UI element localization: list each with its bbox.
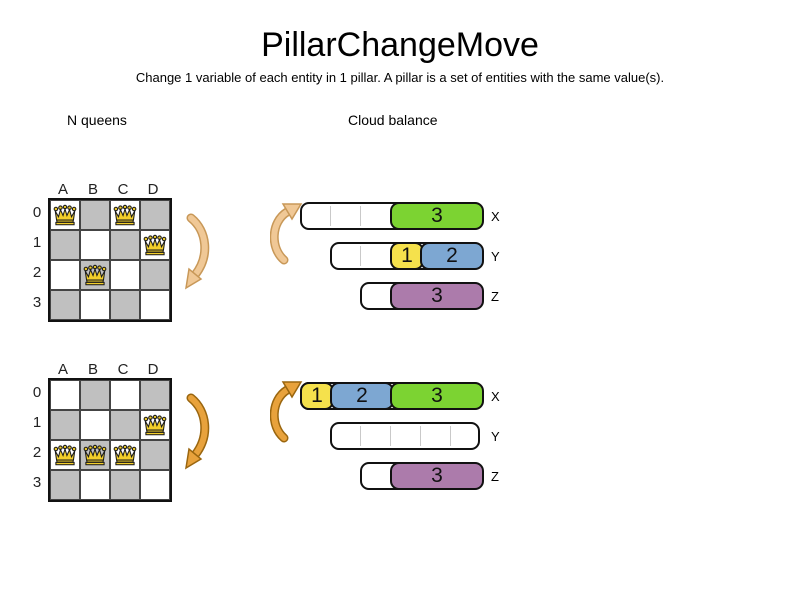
- cell-divider: [360, 426, 361, 446]
- board-cell: [80, 200, 110, 230]
- board-cell: [110, 380, 140, 410]
- cell-divider: [390, 426, 391, 446]
- board-cell: [80, 440, 110, 470]
- computer-label-y: Y: [491, 429, 500, 444]
- process-block-yellow: 1: [300, 382, 334, 410]
- page-subtitle: Change 1 variable of each entity in 1 pi…: [135, 70, 665, 85]
- board-cell: [140, 260, 170, 290]
- board-cell: [80, 380, 110, 410]
- queen-crown-icon: [143, 414, 167, 436]
- process-block-purple: 3: [390, 282, 484, 310]
- process-block-blue: 2: [420, 242, 484, 270]
- row-header: 2: [32, 264, 42, 281]
- row-header: 3: [32, 474, 42, 491]
- board-cell: [140, 290, 170, 320]
- computer-label-z: Z: [491, 289, 499, 304]
- curved-up-arrow-icon: [270, 381, 303, 443]
- curved-down-arrow-icon: [185, 213, 210, 290]
- board-cell: [140, 200, 170, 230]
- board-cell: [80, 470, 110, 500]
- board-cell: [110, 410, 140, 440]
- board-cell: [140, 440, 170, 470]
- row-header: 0: [32, 384, 42, 401]
- computer-bar-z-cloud-before: 3: [360, 282, 484, 310]
- queen-crown-icon: [53, 204, 77, 226]
- board-cell: [140, 230, 170, 260]
- board-cell: [110, 260, 140, 290]
- board-cell: [50, 440, 80, 470]
- row-header: 0: [32, 204, 42, 221]
- queen-crown-icon: [83, 444, 107, 466]
- queen-crown-icon: [53, 444, 77, 466]
- board-cell: [50, 260, 80, 290]
- row-header: 2: [32, 444, 42, 461]
- process-block-yellow: 1: [390, 242, 424, 270]
- board-cell: [50, 200, 80, 230]
- queen-crown-icon: [143, 234, 167, 256]
- board-cell: [50, 290, 80, 320]
- row-header: 1: [32, 414, 42, 431]
- board-cell: [110, 290, 140, 320]
- nqueens-section-label: N queens: [67, 112, 127, 128]
- cell-divider: [360, 206, 361, 226]
- board-cell: [140, 380, 170, 410]
- board-cell: [50, 380, 80, 410]
- board-cell: [110, 440, 140, 470]
- cell-divider: [450, 426, 451, 446]
- cell-divider: [330, 206, 331, 226]
- board-cell: [50, 230, 80, 260]
- board-cell: [50, 470, 80, 500]
- computer-label-y: Y: [491, 249, 500, 264]
- board-cell: [80, 260, 110, 290]
- board-cell: [140, 410, 170, 440]
- computer-bar-y-cloud-after: [330, 422, 480, 450]
- process-block-green: 3: [390, 202, 484, 230]
- column-header: C: [117, 181, 129, 198]
- column-header: B: [87, 361, 98, 378]
- process-block-blue: 2: [330, 382, 394, 410]
- queen-crown-icon: [113, 204, 137, 226]
- process-block-purple: 3: [390, 462, 484, 490]
- board-cell: [110, 230, 140, 260]
- chessboard-grid: [48, 198, 172, 322]
- cell-divider: [420, 426, 421, 446]
- computer-label-x: X: [491, 389, 500, 404]
- board-cell: [80, 290, 110, 320]
- computer-label-x: X: [491, 209, 500, 224]
- board-cell: [80, 230, 110, 260]
- queen-crown-icon: [113, 444, 137, 466]
- computer-bar-z-cloud-after: 3: [360, 462, 484, 490]
- column-header: A: [57, 181, 68, 198]
- queen-crown-icon: [83, 264, 107, 286]
- board-cell: [140, 470, 170, 500]
- computer-bar-x-cloud-before: 3: [300, 202, 484, 230]
- column-header: D: [147, 181, 159, 198]
- cell-divider: [360, 246, 361, 266]
- board-cell: [80, 410, 110, 440]
- row-header: 1: [32, 234, 42, 251]
- column-header: C: [117, 361, 129, 378]
- row-header: 3: [32, 294, 42, 311]
- board-cell: [110, 470, 140, 500]
- column-header: A: [57, 361, 68, 378]
- curved-up-arrow-icon: [270, 203, 303, 265]
- cloud-section-label: Cloud balance: [348, 112, 438, 128]
- computer-label-z: Z: [491, 469, 499, 484]
- curved-down-arrow-icon: [185, 393, 210, 470]
- page-title: PillarChangeMove: [261, 26, 539, 64]
- process-block-green: 3: [390, 382, 484, 410]
- chessboard-grid: [48, 378, 172, 502]
- board-cell: [110, 200, 140, 230]
- board-cell: [50, 410, 80, 440]
- column-header: B: [87, 181, 98, 198]
- column-header: D: [147, 361, 159, 378]
